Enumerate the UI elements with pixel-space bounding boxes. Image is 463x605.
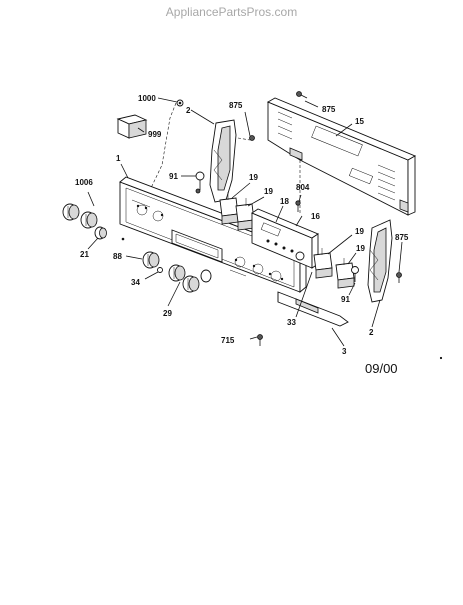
- date-code: 09/00: [365, 361, 398, 376]
- switch-19-d: [335, 258, 355, 289]
- knob-29-c: [200, 269, 212, 283]
- callout-15: 15: [355, 117, 364, 126]
- callout-875-b: 875: [322, 105, 336, 114]
- knob-29-a: [168, 264, 186, 282]
- knob-88: [142, 251, 160, 269]
- callout-1006: 1006: [75, 178, 93, 187]
- callout-19-b: 19: [264, 187, 273, 196]
- rear-panel: [266, 97, 417, 216]
- watermark-text: AppliancePartsPros.com: [165, 5, 298, 19]
- callout-21: 21: [80, 250, 89, 259]
- block-999: [116, 114, 148, 139]
- screw-875-right: [396, 272, 402, 283]
- callout-804: 804: [296, 183, 310, 192]
- knob-29-b: [182, 275, 200, 293]
- knob-21: [94, 226, 107, 240]
- callout-19-d: 19: [356, 244, 365, 253]
- end-bracket-right: [367, 219, 393, 303]
- screw-91-left: [195, 171, 205, 194]
- screw-875-top: [296, 91, 308, 99]
- callout-875-c: 875: [395, 233, 409, 242]
- clock-module: [251, 208, 319, 269]
- clip-1000: [176, 99, 184, 107]
- knob-1006: [62, 203, 80, 221]
- stray-marks: [121, 237, 443, 360]
- callout-91-right: 91: [341, 295, 350, 304]
- screw-91-right: [351, 266, 359, 282]
- callout-91-left: 91: [169, 172, 178, 181]
- callout-labels: 1000 2 875 875 15 999 1 91 19 19 1006 80…: [75, 94, 409, 356]
- knob-1006-b: [80, 211, 98, 229]
- screw-804: [295, 200, 301, 212]
- switch-19-b: [235, 198, 255, 231]
- leader-lines: [87, 97, 403, 347]
- end-bracket-left: [209, 119, 237, 203]
- callout-1: 1: [116, 154, 121, 163]
- screw-715: [257, 334, 263, 346]
- callout-3: 3: [342, 347, 347, 356]
- switch-19-c: [313, 248, 333, 279]
- callout-2-top: 2: [186, 106, 191, 115]
- callout-2-bottom: 2: [369, 328, 374, 337]
- callout-34: 34: [131, 278, 140, 287]
- callout-29: 29: [163, 309, 172, 318]
- callout-16: 16: [311, 212, 320, 221]
- callout-715: 715: [221, 336, 235, 345]
- knob-34: [157, 267, 163, 273]
- screw-875-bracket: [249, 135, 255, 141]
- callout-18: 18: [280, 197, 289, 206]
- callout-33: 33: [287, 318, 296, 327]
- callout-875-a: 875: [229, 101, 243, 110]
- callout-19-a: 19: [249, 173, 258, 182]
- callout-19-c: 19: [355, 227, 364, 236]
- callout-88: 88: [113, 252, 122, 261]
- callout-999: 999: [148, 130, 162, 139]
- callout-1000: 1000: [138, 94, 156, 103]
